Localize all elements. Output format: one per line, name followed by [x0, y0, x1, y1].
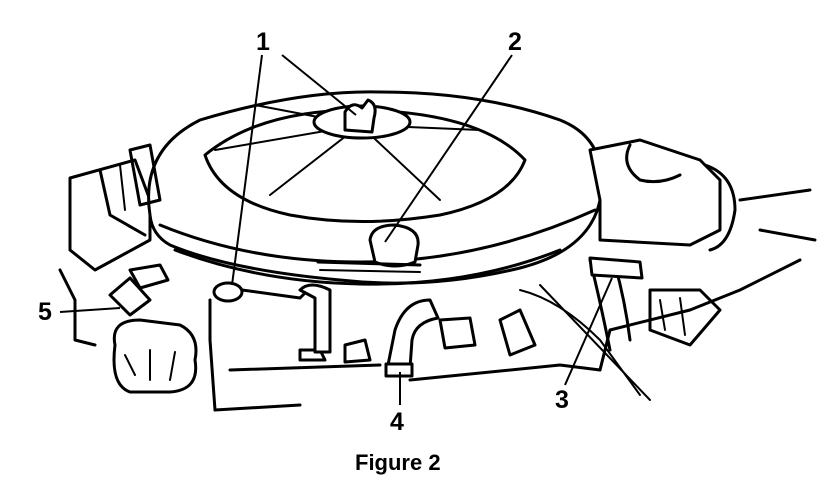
leader-line-2 — [384, 54, 513, 243]
leader-line-1a — [281, 54, 357, 116]
leader-line-5 — [59, 307, 121, 313]
leader-lines — [59, 54, 613, 405]
callout-5: 5 — [38, 298, 52, 326]
callout-3: 3 — [555, 386, 569, 414]
vacuum-hose — [298, 283, 440, 378]
leader-line-3 — [564, 277, 613, 386]
callout-2: 2 — [508, 28, 522, 56]
engine-block — [58, 158, 817, 412]
air-cleaner-assembly — [108, 90, 737, 317]
leader-line-1b — [231, 54, 263, 286]
callout-4: 4 — [390, 408, 404, 436]
callout-1: 1 — [256, 28, 270, 56]
figure-caption: Figure 2 — [355, 450, 441, 475]
